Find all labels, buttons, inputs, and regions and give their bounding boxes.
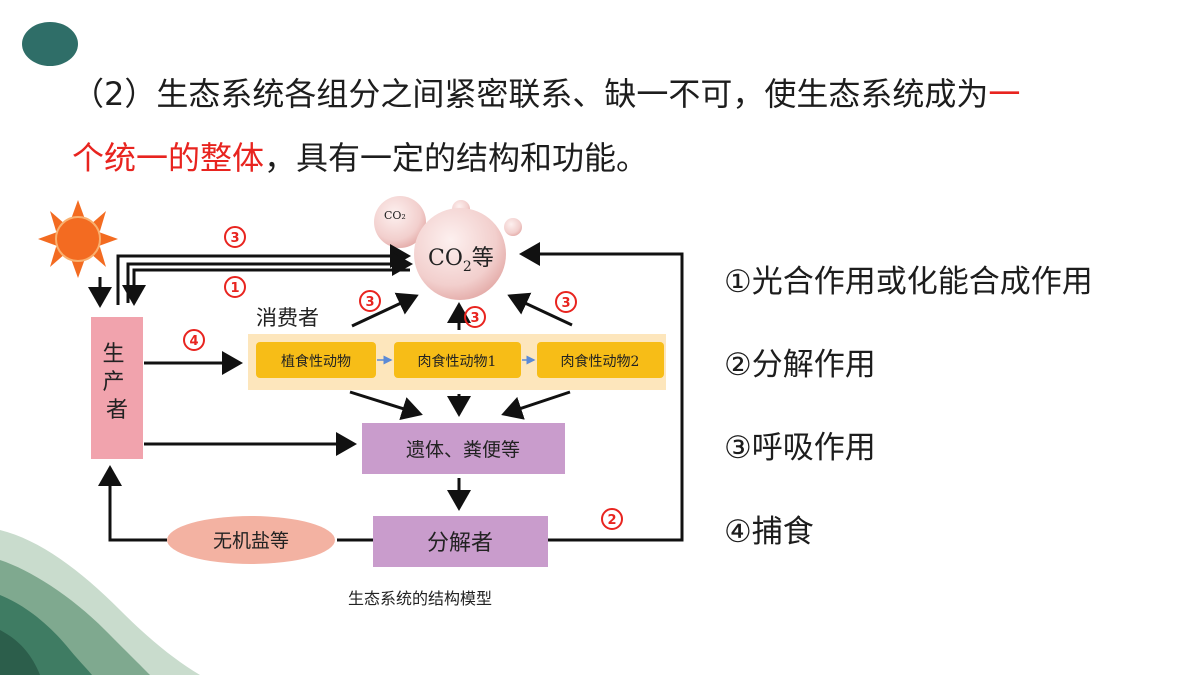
highlight-red-1: 一 [988, 75, 1021, 113]
remains-box [362, 423, 565, 474]
arrow-co2-to-producer [122, 268, 410, 306]
co2-main-suffix: 等 [472, 246, 494, 271]
producer-char-3: 者 [106, 398, 128, 423]
inorganic-ellipse [167, 516, 335, 564]
herbivore-label: 植食性动物 [281, 353, 351, 370]
legend-item-3: ③呼吸作用 [724, 430, 876, 466]
legend-item-1: ①光合作用或化能合成作用 [724, 264, 1093, 300]
inorganic-label: 无机盐等 [213, 530, 289, 552]
co2-small-label: CO₂ [384, 209, 406, 222]
producer-box [91, 317, 143, 459]
paragraph-line-2-text: ，具有一定的结构和功能。 [264, 139, 649, 177]
marker-2-text: 2 [607, 513, 616, 528]
marker-3-middle-text: 3 [470, 311, 479, 326]
paragraph-line-2: 个统一的整体，具有一定的结构和功能。 [72, 138, 648, 178]
herbivore-box [256, 342, 376, 378]
co2-main-label: CO2等 [428, 246, 494, 275]
marker-3-middle: 3 [464, 306, 486, 328]
carnivore1-label: 肉食性动物1 [418, 353, 497, 370]
co2-main-sub: 2 [463, 259, 472, 275]
co2-main-prefix: CO [428, 246, 463, 271]
arrow-carnivore2-to-co2 [507, 292, 573, 327]
arrow-carnivore2-to-remains [501, 390, 571, 420]
marker-3-top-text: 3 [230, 231, 239, 246]
marker-1-text: 1 [230, 281, 239, 296]
carnivore2-box [537, 342, 664, 378]
producer-char-1: 生 [102, 342, 124, 367]
producer-label: 生 产 者 [102, 342, 131, 423]
marker-3-consumers: 3 [359, 290, 381, 312]
co2-main-bubble [414, 208, 506, 300]
marker-3-right-text: 3 [561, 296, 570, 311]
decomposer-box [373, 516, 548, 567]
arrow-producer-to-co2 [116, 244, 411, 305]
carnivore2-label: 肉食性动物2 [561, 353, 640, 370]
arrow-consumers-to-co2 [351, 292, 419, 328]
marker-2: 2 [601, 508, 623, 530]
remains-label: 遗体、粪便等 [406, 439, 520, 461]
corner-dot [22, 22, 78, 66]
marker-3-right: 3 [555, 291, 577, 313]
landscape-decoration [0, 530, 200, 675]
ecosystem-diagram: CO₂ CO2等 生 产 者 消费者 植食性动物 肉食性动物1 肉食性动物2 遗… [38, 196, 684, 608]
producer-char-2: 产 [102, 370, 124, 395]
marker-3-consumers-text: 3 [365, 295, 374, 310]
highlight-red-2: 个统一的整体 [72, 139, 265, 177]
arrow-herbivore-to-remains [349, 390, 423, 421]
marker-3-top: 3 [224, 226, 246, 248]
decomposer-label: 分解者 [427, 531, 493, 556]
carnivore1-box [394, 342, 521, 378]
legend-item-4: ④捕食 [724, 514, 814, 550]
co2-small-bubble [374, 196, 426, 248]
legend-item-2: ②分解作用 [724, 347, 876, 383]
diagram-caption: 生态系统的结构模型 [348, 589, 492, 608]
arrow-inorganic-to-producer [98, 465, 167, 542]
decor-bubble-2 [504, 218, 522, 236]
arrow-decomposer-to-co2 [519, 242, 684, 542]
paragraph-line-1-text: （2）生态系统各组分之间紧密联系、缺一不可，使生态系统成为 [72, 75, 989, 113]
paragraph-line-1: （2）生态系统各组分之间紧密联系、缺一不可，使生态系统成为一 [72, 74, 1020, 114]
sun-icon [38, 200, 118, 278]
marker-1: 1 [224, 276, 246, 298]
marker-4: 4 [183, 329, 205, 351]
marker-4-text: 4 [189, 334, 198, 349]
consumers-label: 消费者 [256, 306, 319, 330]
